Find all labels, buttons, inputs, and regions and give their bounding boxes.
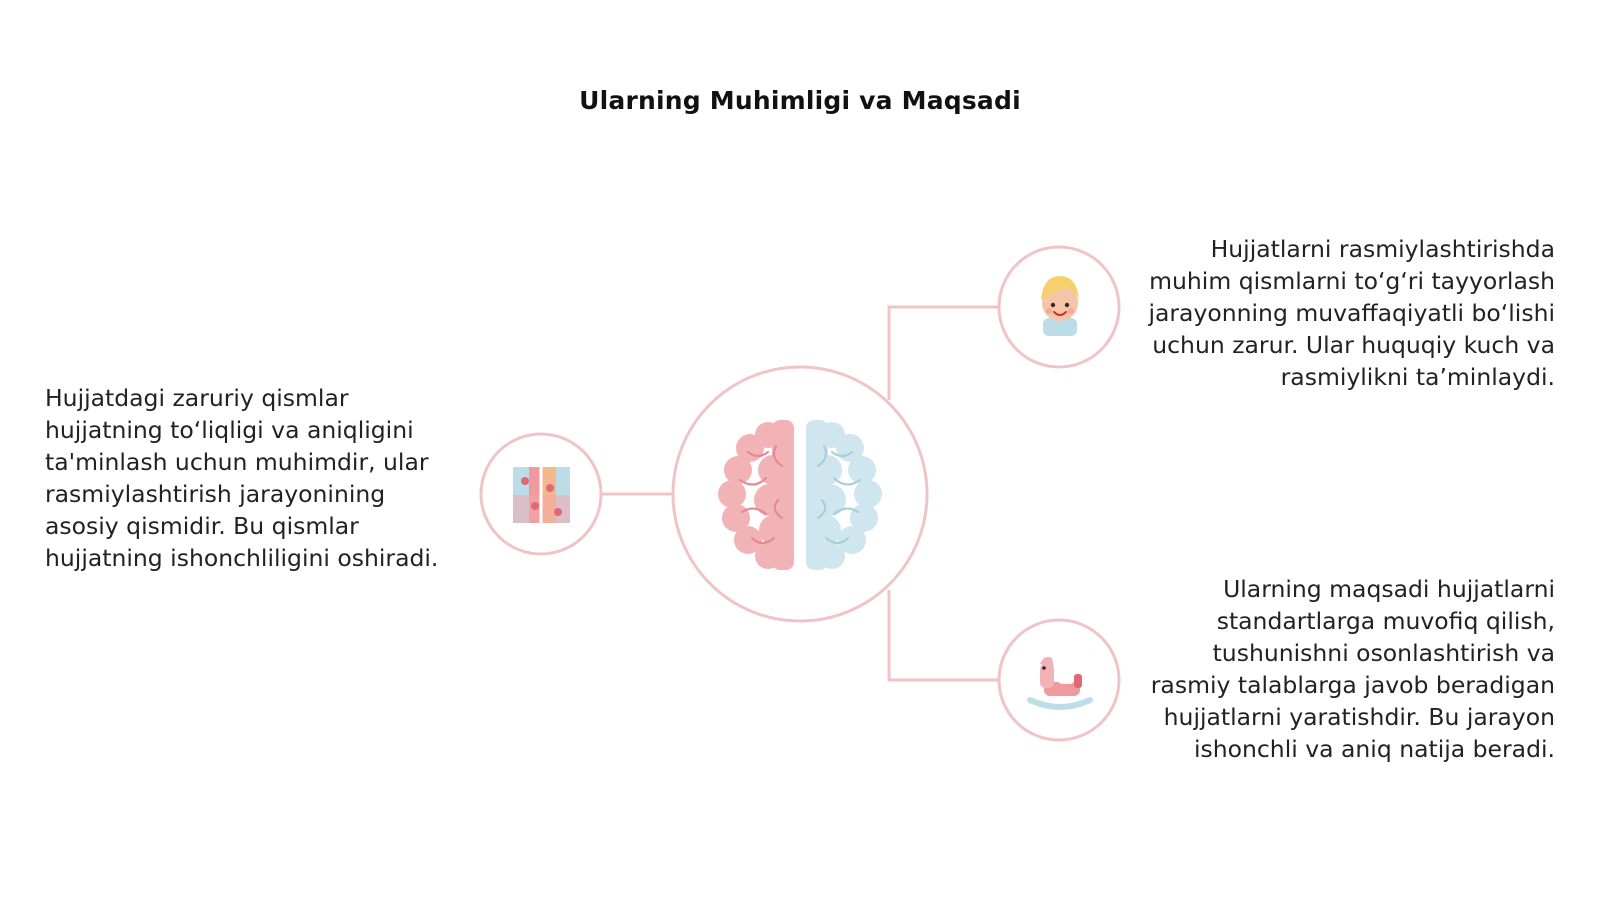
- right-top-node: [997, 245, 1121, 369]
- puzzle-icon: [513, 467, 570, 523]
- connector-right-top: [887, 305, 998, 400]
- rocking-horse-icon: [1027, 656, 1093, 710]
- connector-lines: [601, 305, 998, 682]
- center-node: [671, 365, 929, 623]
- left-node: [479, 432, 603, 556]
- right-top-description: Hujjatlarni rasmiylashtirishda muhim qis…: [1148, 235, 1555, 391]
- page-title: Ularning Muhimligi va Maqsadi: [579, 86, 1021, 115]
- left-description: Hujjatdagi zaruriy qismlar hujjatning to…: [45, 384, 439, 572]
- right-bottom-node: [997, 618, 1121, 742]
- brain-icon: [718, 418, 882, 572]
- right-bottom-description: Ularning maqsadi hujjatlarni standartlar…: [1150, 575, 1555, 763]
- connector-right-bottom: [887, 590, 998, 682]
- child-face-icon: [1041, 276, 1079, 336]
